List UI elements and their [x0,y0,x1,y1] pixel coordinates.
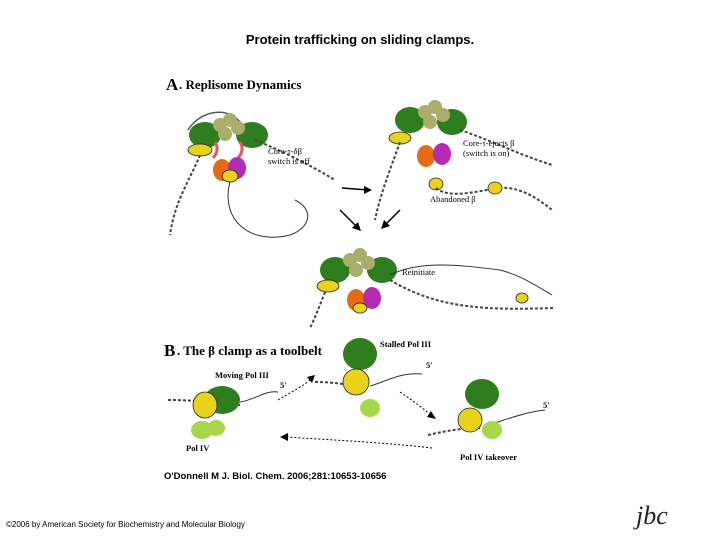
label-5prime-2: 5′ [426,360,433,370]
label-moving-pol-iii: Moving Pol III [215,370,270,380]
citation: O'Donnell M J. Biol. Chem. 2006;281:1065… [164,471,387,482]
arrow-b-2-head [427,411,436,419]
replisome-left [169,111,336,238]
svg-text:jbc: jbc [633,501,668,530]
jbc-logo: jbc [633,501,668,530]
panel-a-title: . Replisome Dynamics [179,77,301,92]
arrow-a-2-head [352,222,361,231]
moving-pol-iii [167,386,279,439]
label-switch-on-2: (switch is on) [463,148,509,158]
panel-a-letter: A [166,75,179,94]
arrow-b-1-head [307,375,315,383]
label-reinitiate: Reinitiate [402,267,435,277]
figure: A . Replisome Dynamics Core-τ-δβ switch … [164,75,556,462]
label-pol-iv: Pol IV [186,443,210,453]
panel-b-title: . The β clamp as a toolbelt [177,343,323,358]
panel-a: A . Replisome Dynamics Core-τ-δβ switch … [166,75,556,329]
label-stalled-pol-iii: Stalled Pol III [380,339,432,349]
label-5prime-1: 5′ [280,380,287,390]
arrow-b-3 [285,436,433,449]
arrow-a-1 [341,187,369,191]
replisome-center [309,248,556,329]
label-switch-off-2: switch is off [268,156,310,166]
copyright-notice: ©2006 by American Society for Biochemist… [6,520,245,529]
page-title: Protein trafficking on sliding clamps. [245,32,475,47]
panel-b-letter: B [164,341,175,360]
arrow-b-3-head [280,433,288,441]
label-pol-iv-takeover: Pol IV takeover [460,452,517,462]
panel-b: B . The β clamp as a toolbelt Moving Pol… [164,338,550,462]
arrow-b-2 [399,391,433,417]
label-switch-on-1: Core-τ-ejects β [463,138,514,148]
pol-iv-takeover [427,379,546,439]
label-abandoned: Abandoned β [430,194,476,204]
label-switch-off-1: Core-τ-δβ [268,146,302,156]
arrow-a-3-head [381,220,390,229]
label-5prime-3: 5′ [543,400,550,410]
arrow-a-1-head [364,186,372,194]
replisome-right [374,100,553,221]
stalled-pol-iii [314,338,423,417]
